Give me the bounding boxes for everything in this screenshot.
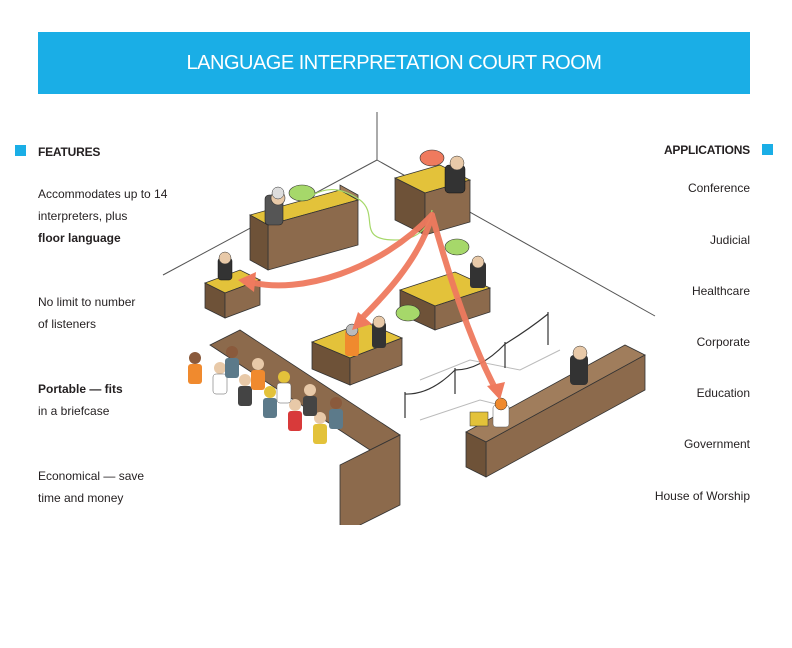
features-heading: FEATURES	[38, 145, 101, 159]
application-item: Government	[683, 437, 750, 451]
feature-text: Economical — save time and money	[38, 469, 145, 505]
feature-item-2: No limit to number of listeners	[38, 291, 148, 335]
feature-item-4: Economical — save time and money	[38, 465, 158, 509]
speech-bubble-green	[288, 184, 316, 202]
feature-text: in a briefcase	[38, 404, 110, 418]
application-item: Education	[696, 386, 750, 400]
application-item: Judicial	[709, 233, 750, 247]
application-item: House of Worship	[654, 489, 750, 503]
speech-bubble-green	[444, 238, 470, 256]
arrowheads	[238, 272, 505, 400]
rope-barrier	[404, 312, 549, 418]
application-item: Healthcare	[691, 284, 750, 298]
counsel-table-left	[310, 315, 404, 386]
speech-bubble-green	[395, 304, 421, 322]
green-cable	[312, 188, 433, 241]
interpreter-booth	[393, 155, 472, 236]
feature-bold-text: Portable — fits	[38, 382, 123, 396]
feature-text: No limit to number of listeners	[38, 295, 136, 331]
applications-heading: APPLICATIONS	[663, 143, 750, 157]
applications-marker	[762, 144, 773, 155]
judge-figure	[264, 186, 286, 226]
courtroom-illustration	[162, 112, 656, 525]
application-item: Conference	[687, 181, 750, 195]
feature-bold-text: floor language	[38, 231, 121, 245]
speech-bubble-red	[419, 149, 445, 167]
title-banner: LANGUAGE INTERPRETATION COURT ROOM	[38, 32, 750, 94]
feature-item-1: Accommodates up to 14 interpreters, plus…	[38, 183, 188, 249]
listener-bench	[465, 344, 646, 478]
page-title: LANGUAGE INTERPRETATION COURT ROOM	[186, 51, 602, 74]
features-marker	[15, 145, 26, 156]
interpretation-arrows	[247, 212, 498, 391]
feature-item-3: Portable — fits in a briefcase	[38, 378, 148, 422]
application-item: Corporate	[696, 335, 750, 349]
feature-text: Accommodates up to 14 interpreters, plus	[38, 187, 168, 223]
gallery-seating	[188, 329, 401, 525]
